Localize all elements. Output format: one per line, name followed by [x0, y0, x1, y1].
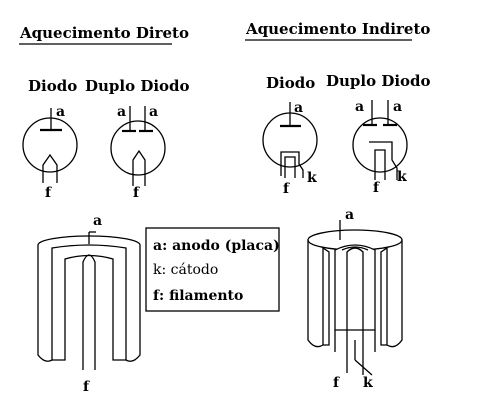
- pin-label-filament: f: [283, 181, 290, 197]
- legend-anode: a: anodo (placa): [153, 238, 280, 254]
- pin-label-anode: a: [149, 104, 158, 120]
- pin-label-filament: f: [83, 379, 90, 395]
- label-direct-double-diode: Duplo Diodo: [85, 77, 190, 95]
- pin-label-cathode: k: [307, 170, 317, 186]
- pin-label-filament: f: [373, 180, 380, 196]
- pin-label-filament: f: [333, 375, 340, 391]
- pin-label-anode: a: [345, 207, 354, 223]
- pin-label-anode: a: [117, 104, 126, 120]
- legend-box: [145, 227, 280, 312]
- symbol-indirect-diode: [262, 102, 318, 178]
- cutaway-direct-heating: [37, 231, 141, 370]
- symbol-direct-diode: [22, 108, 78, 183]
- symbol-indirect-double-diode: [352, 100, 408, 180]
- heading-direct-heating: Aquecimento Direto: [19, 24, 189, 42]
- pin-label-anode: a: [393, 99, 402, 115]
- label-indirect-diode: Diodo: [266, 74, 315, 92]
- label-indirect-double-diode: Duplo Diodo: [326, 72, 431, 90]
- pin-label-anode: a: [355, 99, 364, 115]
- heading-indirect-heating: Aquecimento Indireto: [245, 20, 430, 38]
- pin-label-filament: f: [45, 185, 52, 201]
- pin-label-anode: a: [93, 213, 102, 229]
- cutaway-indirect-heating: [307, 220, 403, 376]
- symbol-direct-double-diode: [110, 106, 166, 186]
- legend-filament: f: filamento: [153, 288, 243, 304]
- pin-label-cathode: k: [397, 169, 407, 185]
- pin-label-filament: f: [133, 185, 140, 201]
- pin-label-anode: a: [56, 104, 65, 120]
- pin-label-cathode: k: [363, 375, 373, 391]
- label-direct-diode: Diodo: [28, 77, 77, 95]
- pin-label-anode: a: [294, 100, 303, 116]
- legend-cathode: k: cátodo: [153, 262, 218, 278]
